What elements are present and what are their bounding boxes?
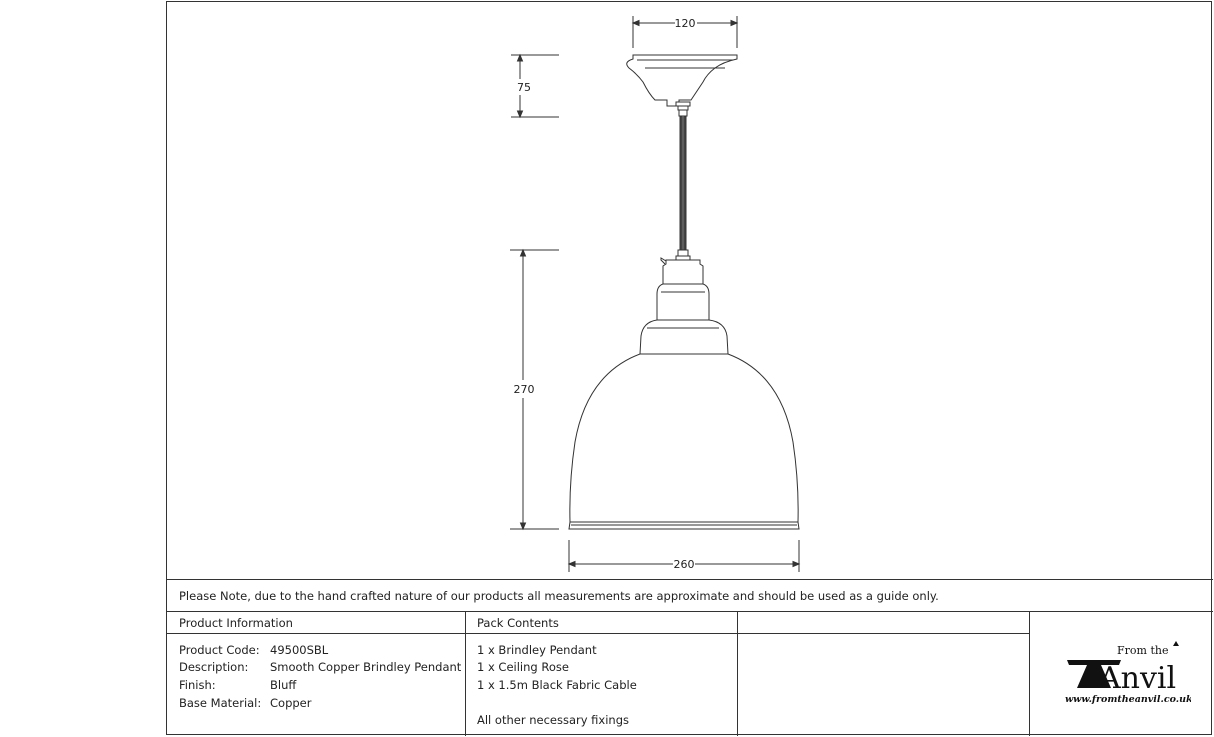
column-divider xyxy=(737,612,738,736)
drawing-sheet: 120 75 270 260 Please Note, due to the h… xyxy=(166,1,1213,736)
pendant-technical-drawing: 120 75 270 260 xyxy=(510,16,801,572)
product-code-value: 49500SBL xyxy=(270,643,329,657)
header-divider xyxy=(167,633,1029,634)
anvil-icon xyxy=(1067,660,1121,688)
base-material-value: Copper xyxy=(270,696,312,710)
base-material-label: Base Material: xyxy=(179,696,262,710)
product-info-table: Product Information Pack Contents Produc… xyxy=(167,611,1213,736)
finish-value: Bluff xyxy=(270,678,297,692)
description-value: Smooth Copper Brindley Pendant xyxy=(270,660,462,674)
measurement-note: Please Note, due to the hand crafted nat… xyxy=(179,589,939,603)
logo-url: www.fromtheanvil.co.uk xyxy=(1065,694,1191,705)
pack-item: 1 x Brindley Pendant xyxy=(477,643,597,657)
dimension-shade-width: 260 xyxy=(674,558,695,571)
pack-footer: All other necessary fixings xyxy=(477,713,630,727)
dimension-shade-height: 270 xyxy=(514,383,535,396)
finish-label: Finish: xyxy=(179,678,216,692)
logo-from-the: From the xyxy=(1117,644,1168,657)
dimension-rose-width: 120 xyxy=(675,17,696,30)
column-divider xyxy=(465,612,466,736)
pack-contents-header: Pack Contents xyxy=(477,616,559,630)
pack-item: 1 x Ceiling Rose xyxy=(477,660,569,674)
description-label: Description: xyxy=(179,660,249,674)
product-information-header: Product Information xyxy=(179,616,293,630)
dimension-rose-height: 75 xyxy=(517,81,531,94)
column-divider xyxy=(1029,612,1030,736)
pack-item: 1 x 1.5m Black Fabric Cable xyxy=(477,678,637,692)
measurement-note-row: Please Note, due to the hand crafted nat… xyxy=(167,579,1213,612)
product-code-label: Product Code: xyxy=(179,643,260,657)
from-the-anvil-logo: From the Anvil www.fromtheanvil.co.uk xyxy=(1065,641,1191,705)
logo-brand: Anvil xyxy=(1098,661,1176,696)
